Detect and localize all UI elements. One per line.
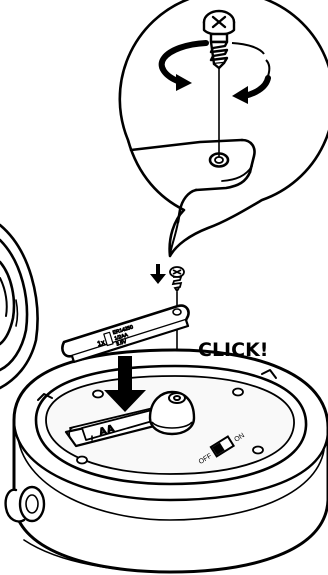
screw-post bbox=[169, 393, 185, 403]
device-cover-ring bbox=[0, 225, 38, 388]
zoom-detail-bubble bbox=[120, 0, 328, 256]
device-base bbox=[6, 350, 328, 572]
side-button bbox=[6, 487, 44, 522]
down-arrow-icon bbox=[150, 264, 166, 284]
click-label: CLICK! bbox=[198, 339, 268, 361]
small-screw bbox=[170, 267, 184, 291]
